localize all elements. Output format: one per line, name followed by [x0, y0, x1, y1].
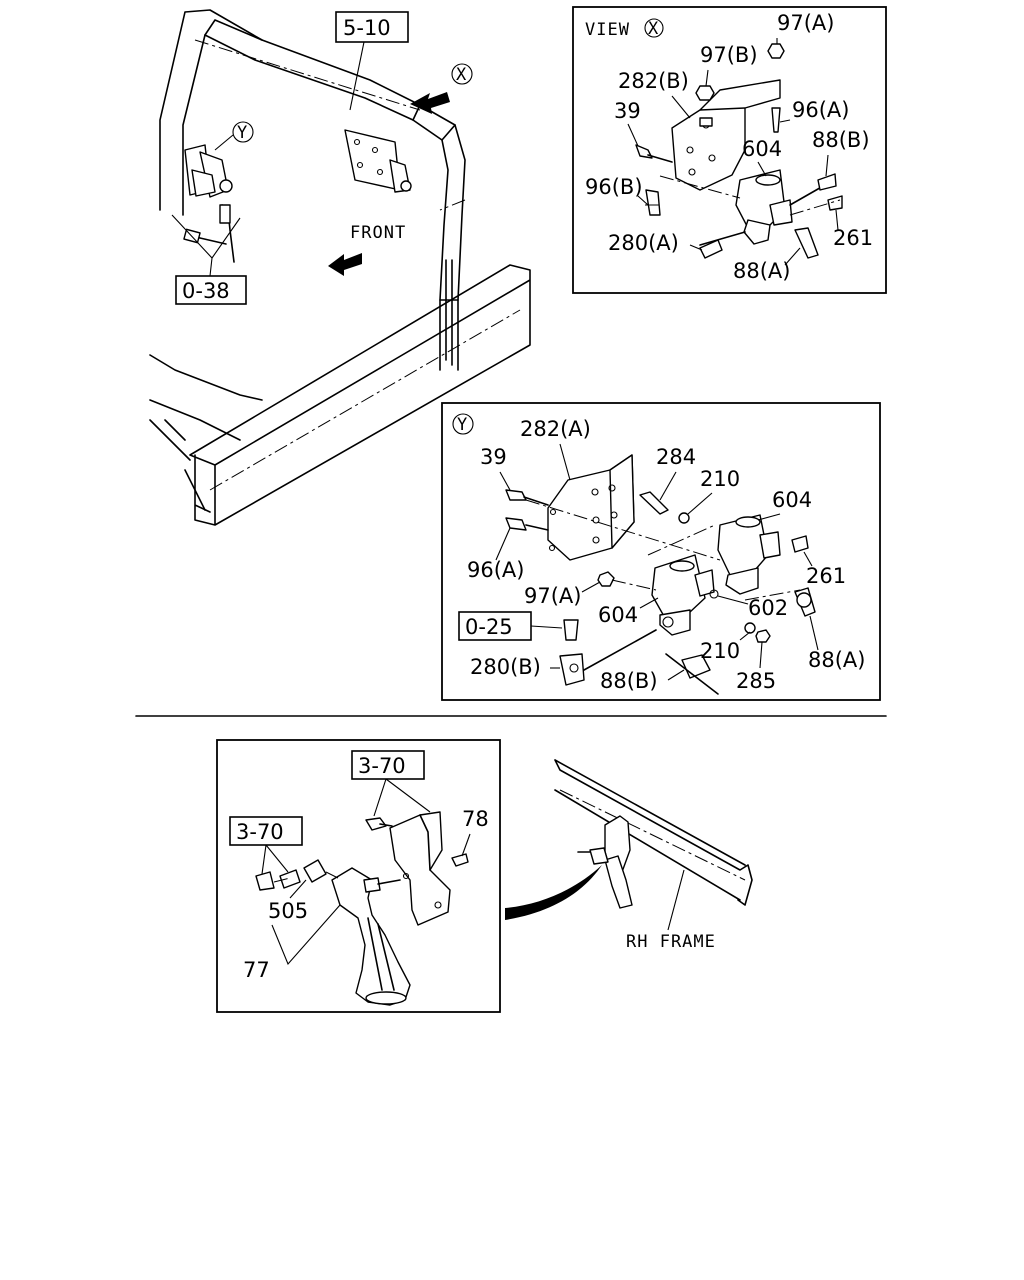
part-282b-x: 282(B): [618, 69, 689, 93]
part-88b-x: 88(B): [812, 128, 870, 152]
part-210-bottom-y: 210: [700, 639, 740, 663]
part-78: 78: [462, 807, 489, 831]
horn-frame: [216, 739, 501, 1013]
horn-bracket: [389, 811, 451, 926]
direction-label: FRONT: [350, 223, 406, 243]
part-280a-x: 280(A): [608, 231, 679, 255]
part-604-x: 604: [742, 137, 782, 161]
ref-box-5-10: [335, 11, 409, 43]
callout-arrow-icon: [505, 865, 602, 920]
view-x-frame: [572, 6, 887, 294]
ref-label-3-70-b: 3-70: [236, 820, 284, 844]
view-x-arrow-icon: [410, 92, 450, 114]
part-88b-y: 88(B): [600, 669, 658, 693]
bracket-282b: [671, 96, 746, 191]
part-282a-y: 282(A): [520, 417, 591, 441]
nut-97a-y: [597, 571, 615, 587]
washer-210a: [678, 512, 690, 524]
cross-member: [189, 264, 531, 526]
lower-frame-left: [149, 354, 263, 441]
ref-box-0-38: [175, 275, 247, 305]
view-y-panel: Y: [441, 402, 881, 701]
cab-frame-inner: [182, 34, 449, 371]
ref-label-0-25: 0-25: [465, 615, 513, 639]
part-602-y: 602: [748, 596, 788, 620]
ref-box-0-25: [458, 611, 532, 641]
view-y-marker-circle: [232, 121, 254, 143]
ref-label-3-70-a: 3-70: [358, 754, 406, 778]
nut-97b: [695, 85, 715, 101]
view-y-marker: Y: [237, 123, 248, 143]
ref-label-5-10: 5-10: [343, 16, 391, 40]
part-96a-y: 96(A): [467, 558, 524, 582]
rh-frame-view: RH FRAME: [505, 759, 753, 952]
part-96b-x: 96(B): [585, 175, 643, 199]
part-604-bottom-y: 604: [598, 603, 638, 627]
part-505: 505: [268, 899, 308, 923]
view-x-marker-circle: [451, 63, 473, 85]
view-x-title-marker: X: [648, 19, 659, 39]
rh-frame-rail: [554, 759, 753, 906]
part-261-y: 261: [806, 564, 846, 588]
part-604-top-y: 604: [772, 488, 812, 512]
part-97b-x: 97(B): [700, 43, 758, 67]
part-97a-x: 97(A): [777, 11, 834, 35]
part-284-y: 284: [656, 445, 696, 469]
view-x-panel: VIEW X 97(A) 97(B) 282(B) 39: [572, 6, 887, 294]
front-arrow-icon: [328, 253, 362, 276]
view-y-frame: [441, 402, 881, 701]
part-280b-y: 280(B): [470, 655, 541, 679]
part-39-y: 39: [480, 445, 507, 469]
ref-label-0-38: 0-38: [182, 279, 230, 303]
horn-panel: 3-70 3-70 78 505 77: [216, 739, 501, 1013]
part-39-x: 39: [614, 99, 641, 123]
rh-frame-label: RH FRAME: [626, 932, 716, 952]
part-96a-x: 96(A): [792, 98, 849, 122]
cab-frame-outer: [159, 9, 466, 371]
o-ring-602: [709, 589, 719, 599]
part-261-x: 261: [833, 226, 873, 250]
view-y-title-marker: Y: [457, 415, 468, 435]
fitting-505: [303, 859, 327, 883]
part-285-y: 285: [736, 669, 776, 693]
part-88a-y: 88(A): [808, 648, 865, 672]
part-88a-x: 88(A): [733, 259, 790, 283]
part-77: 77: [243, 958, 270, 982]
view-x-title: VIEW: [585, 20, 630, 40]
cab-frame-edge: [204, 19, 459, 366]
ref-box-3-70-a: [351, 750, 425, 780]
part-210-top-y: 210: [700, 467, 740, 491]
ref-box-3-70-b: [229, 816, 303, 846]
main-view: 5-10 X Y FRONT 0-38: [149, 9, 531, 526]
view-x-marker: X: [456, 65, 467, 85]
part-97a-y: 97(A): [524, 584, 581, 608]
valve-assembly-y: [183, 144, 235, 263]
nut-97a: [767, 43, 785, 59]
